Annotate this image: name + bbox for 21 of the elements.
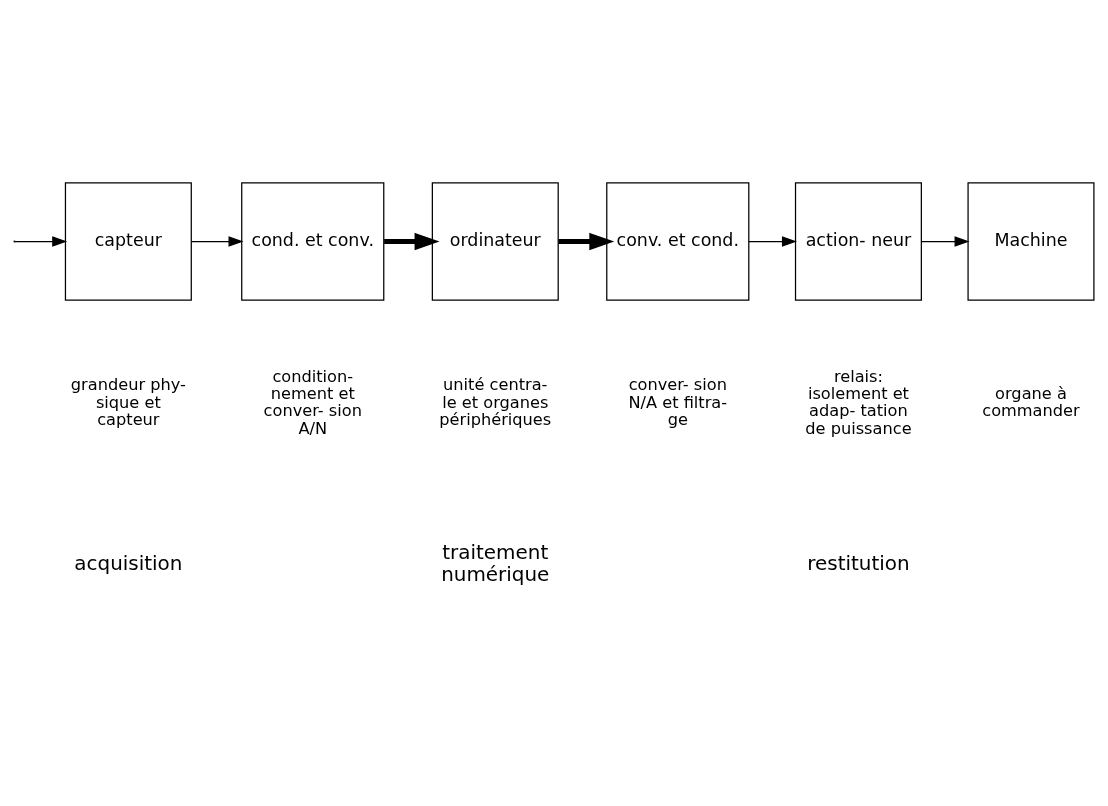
arrow bbox=[384, 232, 440, 250]
node-box: cond. et conv. bbox=[241, 181, 385, 301]
label: traitement numérique bbox=[441, 540, 550, 586]
node-box: ordinateur bbox=[431, 181, 559, 301]
label: restitution bbox=[807, 551, 910, 575]
label: acquisition bbox=[74, 551, 183, 575]
node-box: action- neur bbox=[794, 181, 922, 301]
arrow bbox=[14, 235, 68, 247]
arrow bbox=[748, 235, 797, 247]
label: condition- nement et conver- sion A/N bbox=[263, 366, 362, 438]
node-box: conv. et cond. bbox=[606, 181, 750, 301]
label: organe à commander bbox=[982, 383, 1080, 420]
node-box: capteur bbox=[64, 181, 192, 301]
arrow bbox=[920, 235, 970, 247]
arrow bbox=[191, 235, 244, 247]
label: conver- sion N/A et filtra- ge bbox=[628, 374, 728, 429]
label: grandeur phy- sique et capteur bbox=[70, 374, 186, 429]
node-box: Machine bbox=[967, 181, 1095, 301]
arrow bbox=[558, 232, 615, 250]
label: unité centra- le et organes périphériques bbox=[439, 374, 552, 429]
label: relais: isolement et adap- tation de puissance bbox=[805, 366, 912, 438]
